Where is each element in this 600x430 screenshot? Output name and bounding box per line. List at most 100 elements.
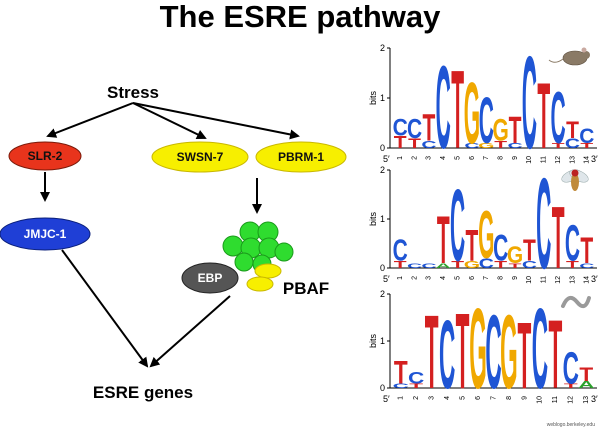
logo-letter-T: T	[509, 108, 522, 151]
logo-letter-C: C	[579, 262, 594, 269]
jmjc1-node: JMJC-1	[0, 217, 91, 251]
pbaf-yellow-subunit-bottom	[246, 276, 274, 292]
logo-letter-T: T	[425, 295, 439, 411]
logo-letter-C: C	[421, 139, 436, 151]
logo-position-2: TC2	[407, 114, 422, 160]
y-tick-label: 0	[380, 263, 385, 273]
position-tick-label: 13	[569, 156, 576, 164]
slr2-label: SLR-2	[28, 149, 63, 163]
position-tick-label: 5	[454, 276, 461, 280]
logo-position-7: CG7	[478, 196, 494, 280]
y-tick-label: 1	[380, 336, 385, 346]
arrow-stress-to-slr2	[46, 102, 134, 138]
arrow-stress-to-pbrm1	[132, 102, 300, 140]
logo-letter-C: C	[393, 382, 409, 389]
esre-genes-label: ESRE genes	[93, 383, 193, 402]
logo-position-12: T12	[552, 188, 565, 287]
logo-letter-T: T	[548, 301, 562, 410]
position-tick-label: 5	[459, 396, 466, 400]
y-tick-label: 0	[380, 143, 385, 153]
logo-letter-T: T	[580, 231, 593, 272]
y-tick-label: 1	[380, 214, 385, 224]
position-tick-label: 13	[583, 396, 590, 404]
logo-letter-C: C	[579, 125, 594, 148]
position-tick-label: 8	[498, 156, 505, 160]
position-tick-label: 7	[483, 156, 490, 160]
logo-letter-T: T	[566, 116, 579, 144]
position-tick-label: 1	[397, 156, 404, 160]
y-axis-label: bits	[368, 91, 378, 106]
pbaf-subunits	[222, 221, 294, 274]
position-tick-label: 10	[537, 396, 544, 404]
logo-letter-T: T	[564, 382, 578, 389]
logo-position-5: TC5	[450, 168, 465, 283]
logo-letter-C: C	[408, 369, 424, 387]
logo-letter-T: T	[494, 139, 507, 151]
slr2-node: SLR-2	[8, 141, 82, 171]
position-tick-label: 8	[506, 396, 513, 400]
logo-letter-C: C	[479, 256, 494, 271]
position-tick-label: 12	[555, 276, 562, 284]
five-prime-label: 5′	[383, 394, 390, 404]
logo-letter-T: T	[408, 136, 421, 152]
logo-letter-C: C	[393, 233, 408, 268]
logo-letter-T: T	[494, 259, 507, 270]
logo-letter-C: C	[421, 262, 436, 269]
position-tick-label: 4	[440, 156, 447, 160]
three-prime-label: 3′	[591, 154, 598, 164]
logo-letter-T: T	[394, 134, 407, 153]
logo-letter-T: T	[456, 292, 470, 411]
position-tick-label: 2	[413, 396, 420, 400]
logo-letter-A: A	[436, 262, 451, 269]
position-tick-label: 4	[440, 276, 447, 280]
logo-position-6: GT6	[464, 222, 480, 280]
logo-letter-G: G	[464, 66, 480, 162]
logo-position-5: T5	[456, 292, 470, 411]
logo-letter-C: C	[393, 113, 408, 141]
worm-icon	[561, 295, 591, 309]
logo-position-6: CG6	[464, 66, 480, 162]
logo-letter-C: C	[407, 114, 422, 144]
logo-letter-C: C	[563, 341, 579, 393]
logo-position-6: G6	[469, 285, 487, 413]
position-tick-label: 11	[552, 396, 559, 403]
ebp-node: EBP	[181, 262, 239, 294]
logo-position-9: TG9	[507, 242, 523, 280]
logo-letter-T: T	[552, 188, 565, 287]
position-tick-label: 1	[397, 276, 404, 280]
logo-letter-T: T	[394, 259, 407, 270]
pbrm1-label: PBRM-1	[278, 150, 324, 164]
logo-position-11: C11	[536, 151, 551, 296]
mouse-icon	[548, 47, 590, 66]
logo-position-3: T3	[425, 295, 439, 411]
position-tick-label: 10	[526, 156, 533, 164]
logo-letter-C: C	[439, 301, 455, 410]
pbaf-complex: EBP PBAF	[181, 221, 329, 298]
logo-position-11: T11	[548, 301, 562, 410]
logo-position-10: C10	[532, 285, 548, 413]
logo-position-4: AT4	[436, 201, 451, 280]
position-tick-label: 7	[490, 396, 497, 400]
logo-position-3: C3	[421, 262, 436, 280]
y-tick-label: 2	[380, 289, 385, 299]
logo-letter-T: T	[552, 142, 565, 150]
position-tick-label: 1	[398, 396, 405, 400]
y-tick-label: 2	[380, 165, 385, 175]
five-prime-label: 5′	[383, 274, 390, 284]
logo-letter-C: C	[532, 285, 548, 413]
position-tick-label: 3	[426, 156, 433, 160]
logo-letter-C: C	[536, 151, 551, 296]
stress-label: Stress	[107, 83, 159, 102]
fly-icon	[561, 169, 589, 191]
swsn7-node: SWSN-7	[151, 141, 249, 173]
five-prime-label: 5′	[383, 154, 390, 164]
logo-letter-G: G	[493, 112, 509, 147]
position-tick-label: 2	[411, 276, 418, 280]
position-tick-label: 12	[555, 156, 562, 164]
logo-letter-G: G	[464, 259, 480, 270]
weblogo-credit: weblogo.berkeley.edu	[547, 422, 595, 428]
